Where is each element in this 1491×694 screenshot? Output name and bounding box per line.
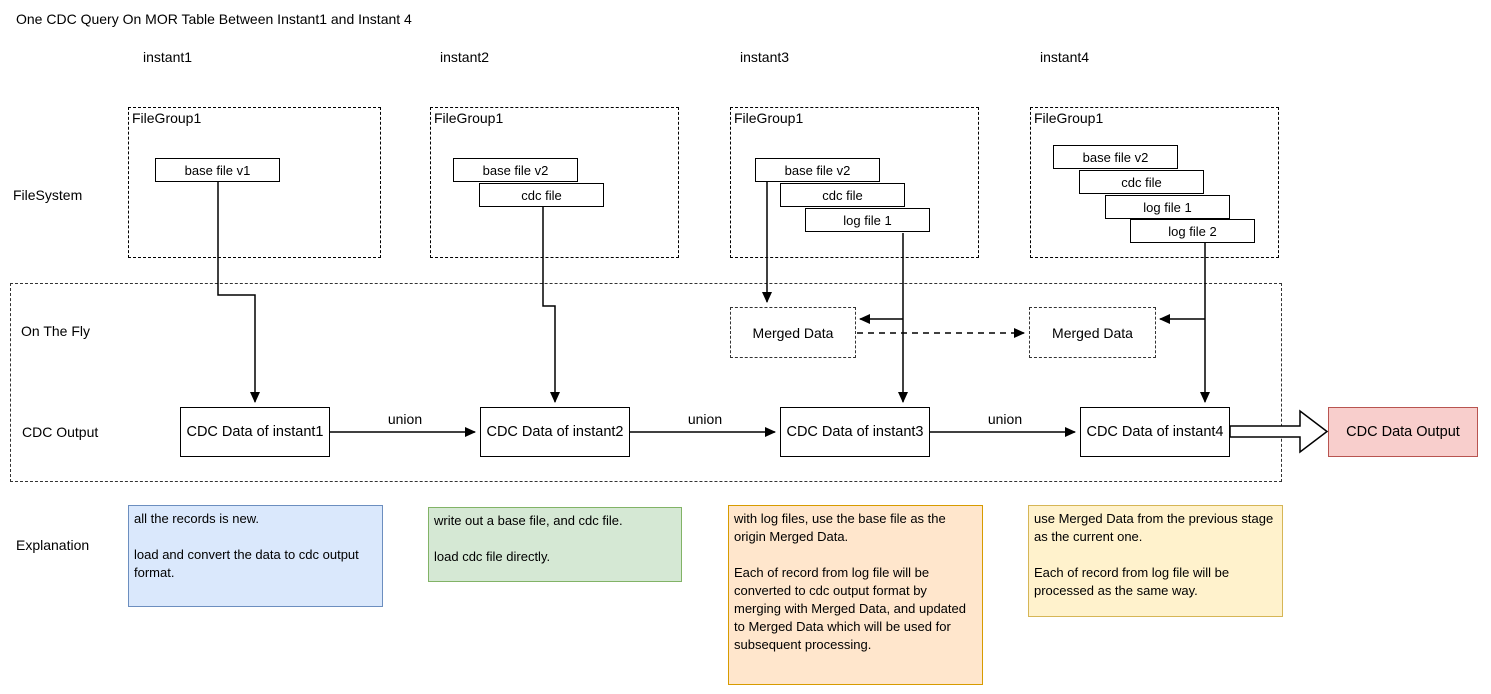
filegroup-instant4: FileGroup1	[1030, 107, 1279, 258]
file-box-log-file-1-instant3: log file 1	[805, 208, 930, 232]
cdc-data-instant1-box: CDC Data of instant1	[180, 407, 330, 457]
filegroup-instant3-label: FileGroup1	[734, 110, 804, 126]
filegroup-instant3: FileGroup1	[730, 107, 979, 258]
explanation-instant2: write out a base file, and cdc file. loa…	[428, 507, 682, 582]
file-box-log-file-1-instant4: log file 1	[1105, 195, 1230, 219]
row-label-explanation: Explanation	[16, 537, 90, 553]
union-label-3: union	[987, 411, 1023, 427]
union-label-1: union	[387, 411, 423, 427]
row-label-on-the-fly: On The Fly	[21, 323, 90, 339]
file-box-log-file-2-instant4: log file 2	[1130, 219, 1255, 243]
column-header-instant3: instant3	[740, 49, 790, 65]
file-box-base-file-v2-instant2: base file v2	[453, 158, 578, 182]
file-box-cdc-file-instant4: cdc file	[1079, 170, 1204, 194]
cdc-data-instant2-box: CDC Data of instant2	[480, 407, 630, 457]
cdc-data-instant4-box: CDC Data of instant4	[1080, 407, 1230, 457]
column-header-instant2: instant2	[440, 49, 490, 65]
merged-data-instant4: Merged Data	[1029, 307, 1156, 358]
file-box-cdc-file-instant2: cdc file	[479, 183, 604, 207]
row-label-filesystem: FileSystem	[13, 187, 83, 203]
file-box-cdc-file-instant3: cdc file	[780, 183, 905, 207]
cdc-data-instant3-box: CDC Data of instant3	[780, 407, 930, 457]
row-label-cdc-output: CDC Output	[22, 424, 99, 440]
merged-data-instant3: Merged Data	[730, 307, 856, 358]
union-label-2: union	[687, 411, 723, 427]
file-box-base-file-v2-instant4: base file v2	[1053, 145, 1178, 169]
diagram-title: One CDC Query On MOR Table Between Insta…	[16, 11, 412, 27]
column-header-instant1: instant1	[143, 49, 193, 65]
file-box-base-file-v1: base file v1	[155, 158, 280, 182]
filegroup-instant1-label: FileGroup1	[132, 110, 202, 126]
filegroup-instant2-label: FileGroup1	[434, 110, 504, 126]
explanation-instant4: use Merged Data from the previous stage …	[1028, 505, 1283, 617]
file-box-base-file-v2-instant3: base file v2	[755, 158, 880, 182]
cdc-data-output-box: CDC Data Output	[1328, 407, 1478, 457]
explanation-instant1: all the records is new. load and convert…	[128, 505, 383, 607]
filegroup-instant1: FileGroup1	[128, 107, 381, 258]
explanation-instant3: with log files, use the base file as the…	[728, 505, 983, 685]
column-header-instant4: instant4	[1040, 49, 1090, 65]
on-the-fly-cdc-output-region	[10, 283, 1282, 482]
filegroup-instant4-label: FileGroup1	[1034, 110, 1104, 126]
